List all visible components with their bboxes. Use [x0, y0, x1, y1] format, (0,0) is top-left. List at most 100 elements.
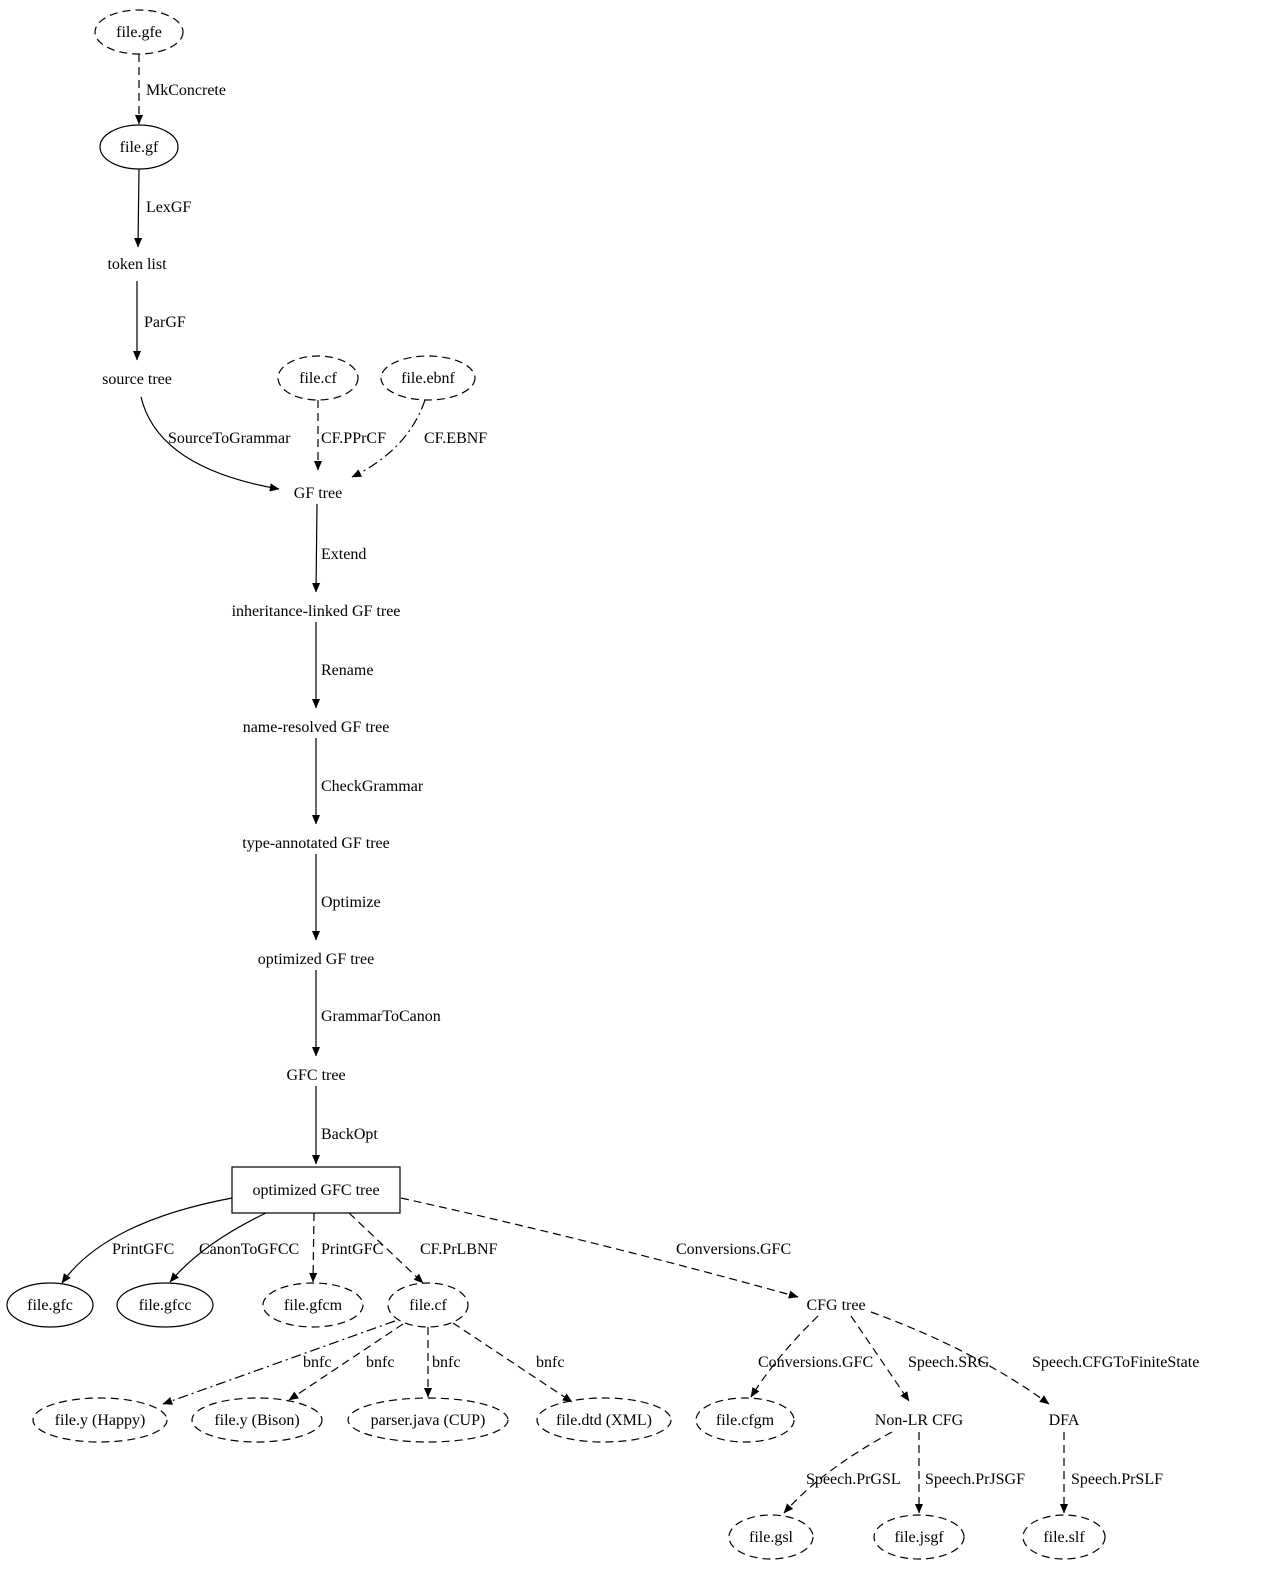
edge-label-token-list--source-tree: ParGF	[144, 314, 186, 331]
file-gf-outline	[99, 124, 179, 170]
node-file-gf: file.gf	[99, 124, 179, 170]
edge-label-name-resolved-gf-tree--type-annotated-gf-tree: CheckGrammar	[321, 778, 424, 795]
edge-gf-tree--inheritance-linked-gf-tree	[312, 503, 321, 593]
node-label-gf-tree: GF tree	[294, 485, 342, 502]
node-file-cf-bottom: file.cf	[387, 1282, 469, 1328]
node-label-cfg-tree: CFG tree	[806, 1297, 865, 1314]
edge-label-optimized-gf-tree--gfc-tree: GrammarToCanon	[321, 1008, 441, 1025]
node-label-gfc-tree: GFC tree	[286, 1067, 345, 1084]
file-ebnf-outline	[380, 355, 476, 401]
node-file-y-bison: file.y (Bison)	[191, 1397, 323, 1443]
node-file-jsgf: file.jsgf	[873, 1514, 965, 1560]
edge-optimized-gfc-tree--file-gfcm	[309, 1212, 318, 1283]
node-gf-tree: GF tree	[294, 485, 342, 502]
node-file-gsl: file.gsl	[728, 1514, 814, 1560]
edge-label-non-lr-cfg--file-gsl: Speech.PrGSL	[806, 1471, 901, 1488]
node-label-file-cf-top: file.cf	[299, 370, 337, 387]
node-file-y-happy: file.y (Happy)	[32, 1397, 168, 1443]
edge-label-file-gfe--file-gf: MkConcrete	[146, 82, 226, 99]
file-gsl-outline	[728, 1514, 814, 1560]
node-label-file-gsl: file.gsl	[749, 1529, 794, 1546]
node-label-non-lr-cfg: Non-LR CFG	[875, 1412, 964, 1429]
node-label-dfa: DFA	[1049, 1412, 1080, 1429]
edge-file-cf-bottom--file-dtd-xml	[452, 1322, 573, 1403]
node-label-file-jsgf: file.jsgf	[894, 1529, 944, 1546]
file-jsgf-outline	[873, 1514, 965, 1560]
edge-optimized-gfc-tree--file-gfc	[61, 1197, 233, 1284]
node-label-token-list: token list	[107, 256, 167, 273]
node-type-annotated-gf-tree: type-annotated GF tree	[242, 835, 390, 852]
edge-label-non-lr-cfg--file-jsgf: Speech.PrJSGF	[925, 1471, 1025, 1488]
edge-label-source-tree--gf-tree: SourceToGrammar	[168, 430, 291, 447]
node-inheritance-linked-gf-tree: inheritance-linked GF tree	[232, 603, 401, 620]
node-non-lr-cfg: Non-LR CFG	[875, 1412, 964, 1429]
node-label-source-tree: source tree	[102, 371, 172, 388]
edge-label-inheritance-linked-gf-tree--name-resolved-gf-tree: Rename	[321, 662, 373, 679]
file-slf-outline	[1022, 1514, 1106, 1560]
node-label-file-gfc: file.gfc	[27, 1297, 73, 1314]
node-file-gfcc: file.gfcc	[116, 1282, 214, 1328]
node-file-dtd-xml: file.dtd (XML)	[536, 1397, 672, 1443]
optimized-gfc-tree-outline	[231, 1166, 401, 1214]
node-parser-java-cup: parser.java (CUP)	[347, 1397, 509, 1443]
edge-label-optimized-gfc-tree--file-cf-bottom: CF.PrLBNF	[420, 1241, 498, 1258]
edge-label-optimized-gfc-tree--cfg-tree: Conversions.GFC	[676, 1241, 791, 1258]
file-gfe-outline	[94, 9, 184, 55]
edge-label-cfg-tree--file-cfgm: Conversions.GFC	[758, 1354, 873, 1371]
edge-label-gfc-tree--optimized-gfc-tree: BackOpt	[321, 1126, 378, 1143]
file-gfc-outline	[6, 1282, 94, 1328]
node-label-optimized-gf-tree: optimized GF tree	[258, 951, 374, 968]
edge-label-optimized-gfc-tree--file-gfcm: PrintGFC	[321, 1241, 383, 1258]
edge-cfg-tree--dfa	[870, 1311, 1050, 1405]
edge-label-cfg-tree--dfa: Speech.CFGToFiniteState	[1032, 1354, 1199, 1371]
edge-optimized-gfc-tree--file-gfcc	[169, 1212, 267, 1283]
edge-label-file-cf-bottom--file-y-happy: bnfc	[303, 1354, 331, 1371]
edge-label-dfa--file-slf: Speech.PrSLF	[1071, 1471, 1163, 1488]
node-label-type-annotated-gf-tree: type-annotated GF tree	[242, 835, 390, 852]
file-y-bison-outline	[191, 1397, 323, 1443]
edge-label-file-gf--token-list: LexGF	[146, 199, 191, 216]
node-file-gfe: file.gfe	[94, 9, 184, 55]
parser-java-cup-outline	[347, 1397, 509, 1443]
node-file-cfgm: file.cfgm	[695, 1397, 795, 1443]
file-gfcm-outline	[262, 1282, 364, 1328]
node-optimized-gfc-tree: optimized GFC tree	[231, 1166, 401, 1214]
file-y-happy-outline	[32, 1397, 168, 1443]
edge-file-gf--token-list	[134, 168, 143, 248]
node-file-slf: file.slf	[1022, 1514, 1106, 1560]
file-dtd-xml-outline	[536, 1397, 672, 1443]
node-label-file-gf: file.gf	[120, 139, 159, 156]
file-cf-bottom-outline	[387, 1282, 469, 1328]
edge-label-file-cf-top--gf-tree: CF.PPrCF	[321, 430, 386, 447]
edge-label-file-ebnf--gf-tree: CF.EBNF	[424, 430, 487, 447]
node-file-gfc: file.gfc	[6, 1282, 94, 1328]
node-dfa: DFA	[1049, 1412, 1080, 1429]
node-cfg-tree: CFG tree	[806, 1297, 865, 1314]
edge-file-cf-bottom--file-y-bison	[288, 1323, 404, 1401]
node-label-file-gfe: file.gfe	[116, 24, 162, 41]
edge-file-cf-bottom--file-y-happy	[162, 1320, 396, 1405]
node-label-optimized-gfc-tree: optimized GFC tree	[252, 1182, 379, 1199]
node-gfc-tree: GFC tree	[286, 1067, 345, 1084]
edge-label-file-cf-bottom--file-y-bison: bnfc	[366, 1354, 394, 1371]
node-label-file-dtd-xml: file.dtd (XML)	[556, 1412, 652, 1429]
edge-label-gf-tree--inheritance-linked-gf-tree: Extend	[321, 546, 366, 563]
node-label-file-cfgm: file.cfgm	[716, 1412, 775, 1429]
node-label-name-resolved-gf-tree: name-resolved GF tree	[243, 719, 390, 736]
edge-optimized-gfc-tree--cfg-tree	[400, 1197, 799, 1299]
edge-label-optimized-gfc-tree--file-gfcc: CanonToGFCC	[199, 1241, 299, 1258]
edge-non-lr-cfg--file-gsl	[783, 1431, 893, 1514]
node-token-list: token list	[107, 256, 167, 273]
edge-label-file-cf-bottom--file-dtd-xml: bnfc	[536, 1354, 564, 1371]
node-label-parser-java-cup: parser.java (CUP)	[371, 1412, 486, 1429]
node-optimized-gf-tree: optimized GF tree	[258, 951, 374, 968]
edge-cfg-tree--non-lr-cfg	[850, 1315, 910, 1402]
node-label-file-y-happy: file.y (Happy)	[55, 1412, 146, 1429]
file-cfgm-outline	[695, 1397, 795, 1443]
node-file-cf-top: file.cf	[277, 355, 359, 401]
file-gfcc-outline	[116, 1282, 214, 1328]
node-name-resolved-gf-tree: name-resolved GF tree	[243, 719, 390, 736]
node-file-gfcm: file.gfcm	[262, 1282, 364, 1328]
